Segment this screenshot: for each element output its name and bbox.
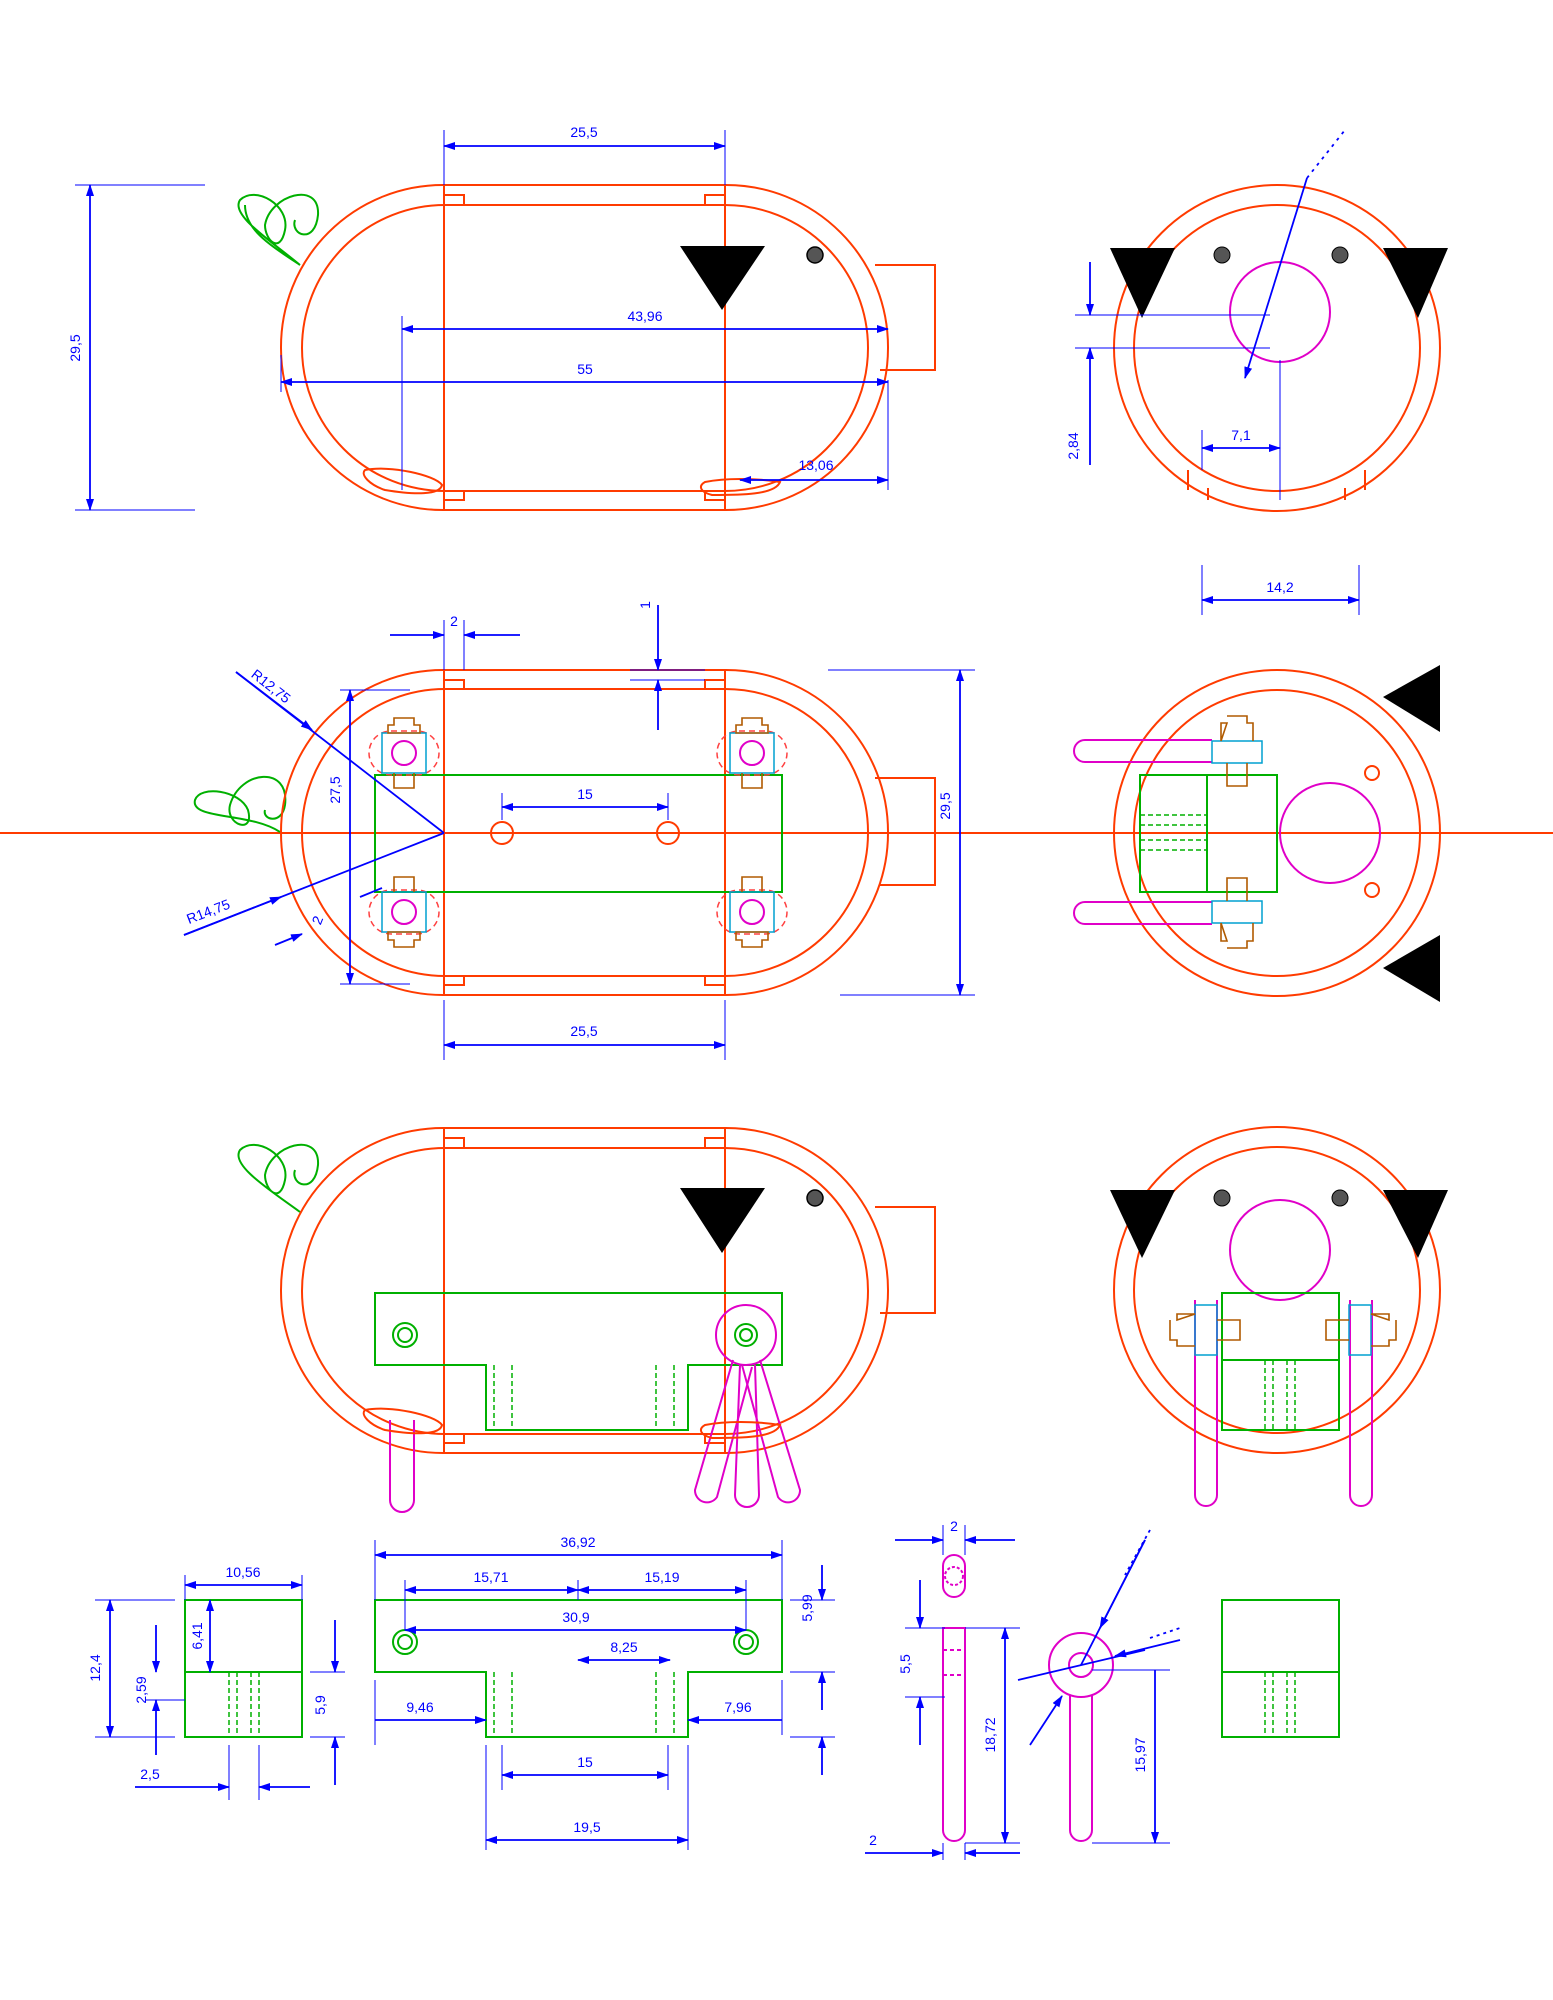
body-outer-outline <box>280 184 889 511</box>
detail-side-block <box>1221 1599 1340 1738</box>
frame-side-view <box>374 1292 783 1431</box>
dim-leg-top: 5,5 <box>897 1654 913 1674</box>
dim-block-width: 10,56 <box>225 1564 260 1580</box>
dim-top-width: 25,5 <box>570 124 597 140</box>
dim-frame-holes: 30,9 <box>562 1609 589 1625</box>
dim-height-left: 29,5 <box>67 334 83 361</box>
dim-snout-width: 7,1 <box>1231 427 1251 443</box>
dim-frame-feet-inner: 15 <box>577 1754 593 1770</box>
dim-frame-height: 5,99 <box>799 1594 815 1621</box>
screw-assemblies <box>368 717 788 948</box>
dim-frame-left-foot: 9,46 <box>406 1699 433 1715</box>
ear-left-icon <box>1110 248 1175 318</box>
dim-leg-rotation: 15,97 <box>1132 1737 1148 1772</box>
dim-leg-width: 2 <box>950 1518 958 1534</box>
dim-block-upper: 6,41 <box>189 1622 205 1649</box>
snout-outline <box>875 264 936 371</box>
dim-block-offset: 2,5 <box>140 1766 160 1782</box>
ear-icon <box>680 246 765 310</box>
dim-radius-outer: R14,75 <box>184 896 232 927</box>
ear-right-icon <box>1383 248 1448 318</box>
side-view-assembly <box>237 1127 936 1513</box>
dim-snout-height: 2,84 <box>1065 432 1081 459</box>
top-view-middle: 2 1 R12,75 R14,75 2 27,5 15 <box>183 601 975 1060</box>
body-inner-outline <box>301 204 869 492</box>
dim-frame-left: 15,71 <box>473 1569 508 1585</box>
tail-icon <box>237 193 320 266</box>
tail-icon-middle <box>193 775 287 833</box>
eye-icon <box>806 246 824 264</box>
dimension-group-front-view: 2,84 7,1 14,2 <box>1065 129 1360 615</box>
dim-frame-length: 36,92 <box>560 1534 595 1550</box>
ear-upper-icon <box>1383 665 1440 732</box>
detail-block: 10,56 12,4 6,41 2,59 5,9 2,5 <box>87 1564 345 1800</box>
dim-frame-half: 8,25 <box>610 1639 637 1655</box>
eye-right-icon <box>1331 246 1349 264</box>
dim-side-gap: 2 <box>308 913 326 926</box>
dim-block-lower: 2,59 <box>133 1676 149 1703</box>
detail-frame: 36,92 15,71 15,19 30,9 8,25 5,99 9,46 <box>374 1534 835 1850</box>
snout-circle <box>1229 261 1331 363</box>
dim-frame-right: 15,19 <box>644 1569 679 1585</box>
ear-lower-icon <box>1383 935 1440 1002</box>
dim-hole-spacing: 15 <box>577 786 593 802</box>
dim-tail-offset: 13,06 <box>798 457 833 473</box>
detail-leg: 2 5,5 18,72 2 15,97 <box>865 1518 1181 1860</box>
rear-view-assembly <box>1110 1126 1448 1507</box>
dim-gap: 1 <box>637 601 653 609</box>
dim-total-length: 55 <box>577 361 593 377</box>
dim-body-height: 29,5 <box>937 792 953 819</box>
front-view-top: 2,84 7,1 14,2 <box>1065 129 1448 615</box>
dimension-group-side-view: 25,5 29,5 43,96 55 13,06 <box>67 124 889 511</box>
dim-leg-length: 18,72 <box>982 1717 998 1752</box>
frame-top-view <box>374 774 783 893</box>
side-view-top: 25,5 29,5 43,96 55 13,06 <box>67 124 936 511</box>
dim-bottom-width: 25,5 <box>570 1023 597 1039</box>
dim-inner-height: 27,5 <box>327 776 343 803</box>
dim-wall-thickness: 2 <box>450 613 458 629</box>
eye-left-icon <box>1213 246 1231 264</box>
dim-block-height: 12,4 <box>87 1654 103 1681</box>
dim-frame-right-foot: 7,96 <box>724 1699 751 1715</box>
dim-block-side: 5,9 <box>312 1695 328 1715</box>
dim-frame-feet-outer: 19,5 <box>573 1819 600 1835</box>
rear-view-middle <box>1073 665 1441 1002</box>
dim-face-width: 14,2 <box>1266 579 1293 595</box>
dim-leg-bottom: 2 <box>869 1832 877 1848</box>
dim-inner-length: 43,96 <box>627 308 662 324</box>
